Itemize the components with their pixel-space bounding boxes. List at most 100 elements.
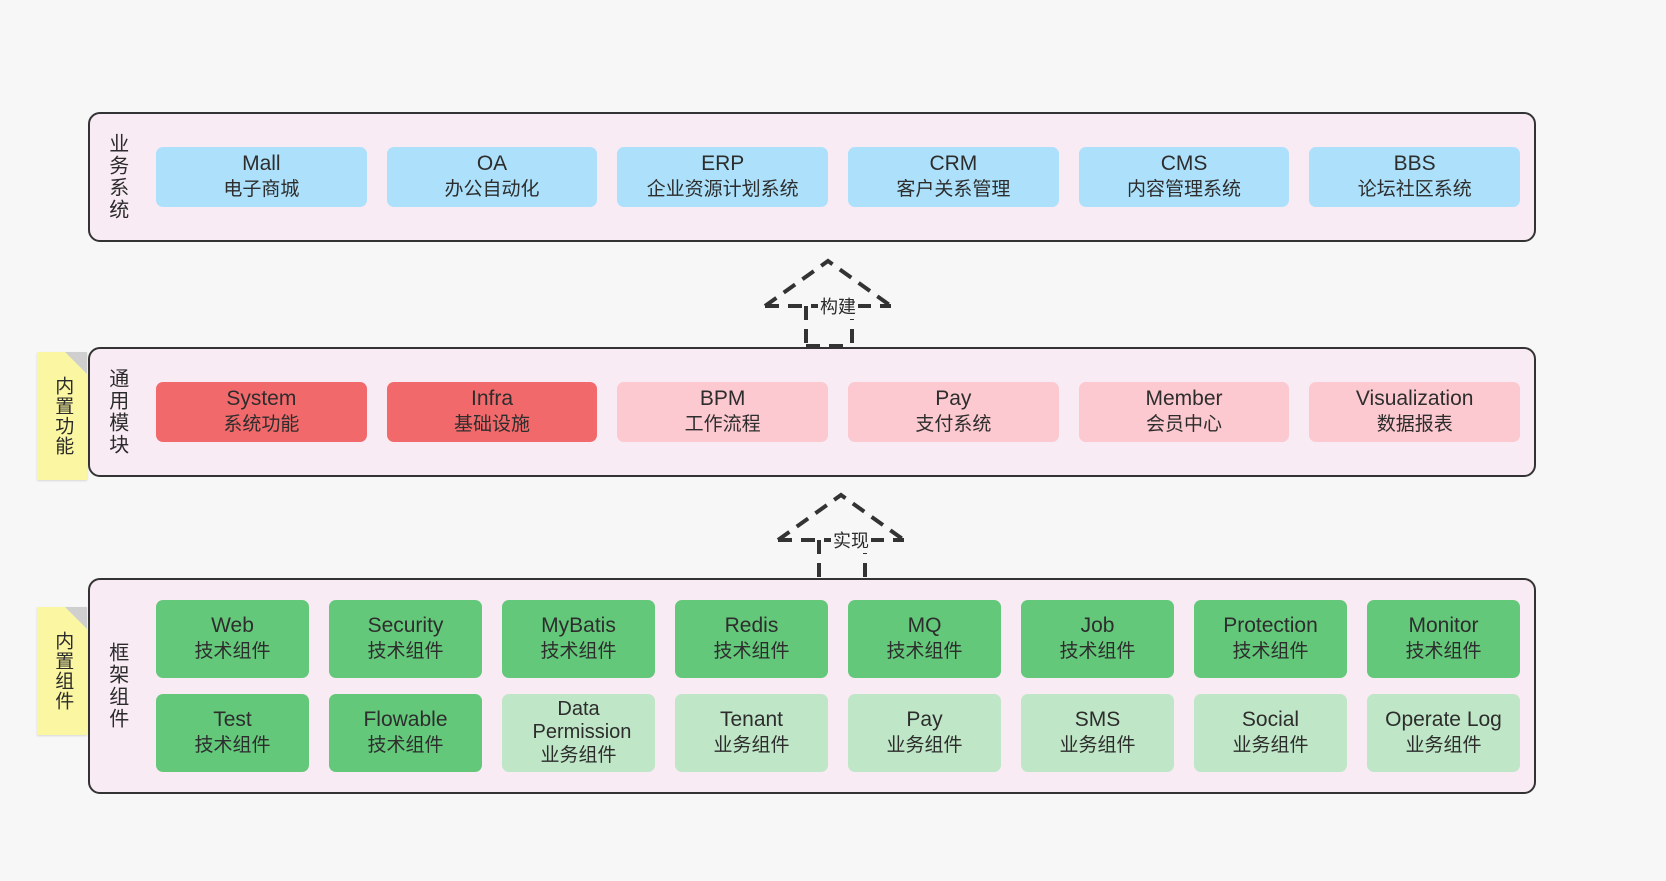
- node-title-cn: 业务组件: [886, 735, 963, 757]
- node-title-cn: 技术组件: [713, 641, 790, 663]
- node-title-cn: 技术组件: [367, 735, 444, 757]
- node-job[interactable]: Job 技术组件: [1021, 600, 1174, 678]
- node-title-cn: 技术组件: [194, 735, 271, 757]
- node-flowable[interactable]: Flowable 技术组件: [329, 694, 482, 772]
- node-title-cn: 技术组件: [367, 641, 444, 663]
- node-title-en: SMS: [1074, 708, 1121, 732]
- folded-corner-icon: [65, 352, 87, 374]
- node-title-cn: 会员中心: [1146, 414, 1223, 436]
- connector-implement: 实现: [773, 492, 933, 582]
- node-title-en: BPM: [699, 387, 746, 411]
- node-monitor[interactable]: Monitor 技术组件: [1367, 600, 1520, 678]
- connector-label-build: 构建: [818, 293, 858, 319]
- node-bbs[interactable]: BBS 论坛社区系统: [1309, 147, 1521, 207]
- node-oa[interactable]: OA 办公自动化: [386, 147, 598, 207]
- node-title-cn: 业务组件: [1405, 735, 1482, 757]
- node-title-cn: 技术组件: [540, 641, 617, 663]
- node-title-en: Pay: [935, 387, 972, 411]
- node-title-en: ERP: [701, 152, 745, 176]
- node-title-en: Infra: [470, 387, 514, 411]
- node-operate-log[interactable]: Operate Log 业务组件: [1367, 694, 1520, 772]
- node-title-en: Visualization: [1355, 387, 1474, 411]
- node-title-cn: 基础设施: [454, 414, 531, 436]
- side-tab-builtin-component[interactable]: 内置组件: [37, 607, 87, 735]
- node-title-en: Data Permission: [532, 697, 632, 743]
- node-title-en: Security: [367, 614, 444, 638]
- node-social[interactable]: Social 业务组件: [1194, 694, 1347, 772]
- node-protection[interactable]: Protection 技术组件: [1194, 600, 1347, 678]
- node-title-cn: 企业资源计划系统: [646, 179, 799, 201]
- node-title-cn: 技术组件: [886, 641, 963, 663]
- layer-body-general: System 系统功能 Infra 基础设施 BPM 工作流程 Pay 支付系统…: [142, 349, 1534, 475]
- side-tab-builtin-function[interactable]: 内置功能: [37, 352, 87, 480]
- node-title-en: Operate Log: [1385, 708, 1502, 732]
- node-data-permission[interactable]: Data Permission 业务组件: [502, 694, 655, 772]
- layer-title-business: 业务系统: [105, 133, 128, 221]
- connector-build: 构建: [760, 258, 920, 348]
- side-tab-label: 内置功能: [52, 376, 74, 456]
- node-title-en: Job: [1080, 614, 1115, 638]
- layer-title-general: 通用模块: [105, 368, 128, 456]
- layer-framework-component: 框架组件 Web 技术组件 Security 技术组件 MyBatis 技术组件…: [88, 578, 1536, 794]
- node-title-cn: 办公自动化: [444, 179, 540, 201]
- node-pay[interactable]: Pay 支付系统: [848, 382, 1059, 442]
- side-tab-label: 内置组件: [52, 631, 74, 711]
- node-security[interactable]: Security 技术组件: [329, 600, 482, 678]
- node-tenant[interactable]: Tenant 业务组件: [675, 694, 828, 772]
- node-title-cn: 数据报表: [1376, 414, 1453, 436]
- node-title-cn: 业务组件: [713, 735, 790, 757]
- node-title-cn: 业务组件: [1232, 735, 1309, 757]
- layer-row: Mall 电子商城 OA 办公自动化 ERP 企业资源计划系统 CRM 客户关系…: [156, 147, 1521, 207]
- node-crm[interactable]: CRM 客户关系管理: [848, 147, 1059, 207]
- node-title-cn: 支付系统: [915, 414, 992, 436]
- node-title-en: Web: [211, 614, 254, 638]
- node-title-cn: 客户关系管理: [896, 179, 1011, 201]
- node-mq[interactable]: MQ 技术组件: [848, 600, 1001, 678]
- node-test[interactable]: Test 技术组件: [156, 694, 309, 772]
- node-title-cn: 业务组件: [540, 745, 617, 767]
- node-sms[interactable]: SMS 业务组件: [1021, 694, 1174, 772]
- node-redis[interactable]: Redis 技术组件: [675, 600, 828, 678]
- node-title-cn: 业务组件: [1059, 735, 1136, 757]
- node-title-en: System: [226, 387, 297, 411]
- node-bpm[interactable]: BPM 工作流程: [617, 382, 829, 442]
- node-member[interactable]: Member 会员中心: [1078, 382, 1290, 442]
- node-title-en: Tenant: [719, 708, 784, 732]
- node-web[interactable]: Web 技术组件: [156, 600, 309, 678]
- node-title-cn: 技术组件: [194, 641, 271, 663]
- connector-label-implement: 实现: [831, 527, 871, 553]
- layer-general-module: 通用模块 System 系统功能 Infra 基础设施 BPM 工作流程 Pay…: [88, 347, 1536, 477]
- node-visualization[interactable]: Visualization 数据报表: [1309, 382, 1521, 442]
- node-title-en: Test: [213, 708, 252, 732]
- layer-row: Web 技术组件 Security 技术组件 MyBatis 技术组件 Redi…: [156, 600, 1520, 678]
- node-title-cn: 技术组件: [1232, 641, 1309, 663]
- node-title-en: Mall: [242, 152, 281, 176]
- node-mall[interactable]: Mall 电子商城: [156, 147, 367, 207]
- node-system[interactable]: System 系统功能: [156, 382, 367, 442]
- node-title-en: Member: [1145, 387, 1223, 411]
- node-title-cn: 系统功能: [223, 414, 300, 436]
- node-title-en: BBS: [1393, 152, 1436, 176]
- node-title-en: MQ: [907, 614, 942, 638]
- node-erp[interactable]: ERP 企业资源计划系统: [617, 147, 829, 207]
- node-title-en: Protection: [1223, 614, 1318, 638]
- node-cms[interactable]: CMS 内容管理系统: [1078, 147, 1290, 207]
- node-title-cn: 论坛社区系统: [1357, 179, 1472, 201]
- node-infra[interactable]: Infra 基础设施: [386, 382, 598, 442]
- node-title-en: Monitor: [1408, 614, 1479, 638]
- node-title-en: CMS: [1160, 152, 1208, 176]
- node-title-cn: 工作流程: [684, 414, 761, 436]
- node-title-cn: 内容管理系统: [1127, 179, 1242, 201]
- layer-business-system: 业务系统 Mall 电子商城 OA 办公自动化 ERP 企业资源计划系统 CRM…: [88, 112, 1536, 242]
- layer-title-framework: 框架组件: [105, 642, 128, 730]
- node-title-en: Redis: [724, 614, 779, 638]
- node-pay-business[interactable]: Pay 业务组件: [848, 694, 1001, 772]
- node-title-en: Pay: [906, 708, 943, 732]
- layer-row: Test 技术组件 Flowable 技术组件 Data Permission …: [156, 694, 1520, 772]
- layer-body-business: Mall 电子商城 OA 办公自动化 ERP 企业资源计划系统 CRM 客户关系…: [142, 114, 1534, 240]
- node-title-cn: 电子商城: [223, 179, 300, 201]
- node-title-cn: 技术组件: [1059, 641, 1136, 663]
- node-mybatis[interactable]: MyBatis 技术组件: [502, 600, 655, 678]
- folded-corner-icon: [65, 607, 87, 629]
